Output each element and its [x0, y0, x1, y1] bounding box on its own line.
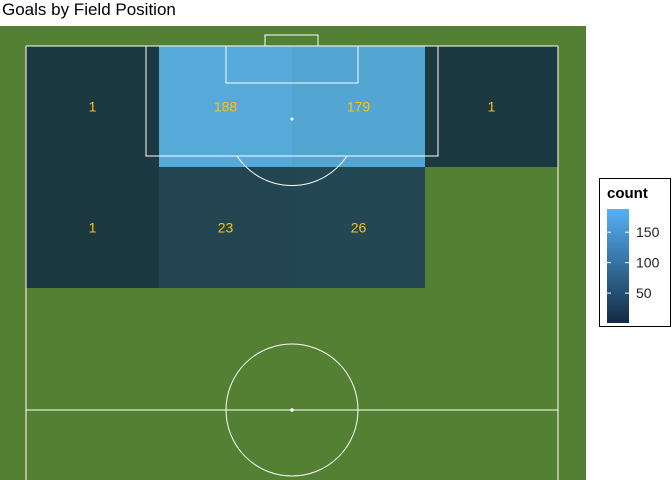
heatmap-cell — [26, 46, 159, 167]
six-yard-box — [225, 45, 359, 84]
heatmap-cell — [292, 167, 425, 288]
legend-tick-label: 50 — [636, 285, 652, 301]
pitch-markings — [25, 34, 559, 480]
legend-colorbar: 50 100 150 — [607, 209, 660, 323]
penalty-spot — [290, 117, 294, 121]
colorbar — [607, 209, 629, 323]
cell-value-label: 26 — [351, 220, 367, 236]
legend-title: count — [607, 185, 648, 202]
color-legend: count 50 100 150 — [599, 178, 671, 327]
heatmap-cell — [159, 167, 292, 288]
cell-value-label: 179 — [347, 99, 371, 115]
cell-value-label: 23 — [218, 220, 234, 236]
heatmap-cell — [26, 167, 159, 288]
legend-ticks: 50 100 150 — [607, 224, 660, 301]
center-spot — [290, 408, 294, 412]
cell-value-labels: 1 188 179 1 1 23 26 — [89, 99, 496, 236]
field-heatmap: 1 188 179 1 1 23 26 — [0, 26, 586, 480]
cell-value-label: 188 — [214, 99, 238, 115]
chart-title: Goals by Field Position — [2, 0, 176, 19]
heatmap-cell — [425, 46, 558, 167]
center-circle — [225, 343, 359, 477]
legend-tick-label: 100 — [636, 255, 660, 271]
legend-tick-label: 150 — [636, 224, 660, 240]
cell-value-label: 1 — [89, 220, 97, 236]
penalty-arc — [236, 155, 348, 187]
cell-value-label: 1 — [488, 99, 496, 115]
cell-value-label: 1 — [89, 99, 97, 115]
